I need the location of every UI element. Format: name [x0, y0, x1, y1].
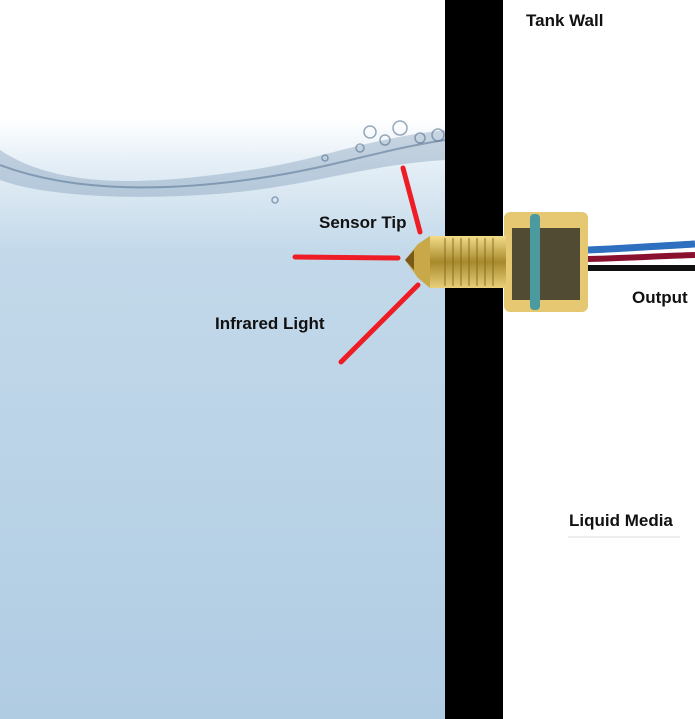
infrared-rays: [292, 165, 423, 365]
output-wires: [587, 240, 695, 271]
infrared-ray-left: [292, 254, 401, 261]
bubbles: [271, 120, 445, 204]
infrared-light-label: Infrared Light: [215, 314, 325, 333]
liquid-media-label: Liquid Media: [569, 511, 673, 530]
tank-wall: [445, 0, 503, 719]
output-label: Output: [632, 288, 688, 307]
infrared-ray-up: [400, 165, 423, 235]
tank-wall-label: Tank Wall: [526, 11, 604, 30]
infrared-ray-down: [338, 282, 421, 365]
sensor-tip-label: Sensor Tip: [319, 213, 407, 232]
sensor-tip: [405, 236, 430, 288]
liquid-body: [0, 118, 446, 719]
sensor: [405, 212, 588, 312]
